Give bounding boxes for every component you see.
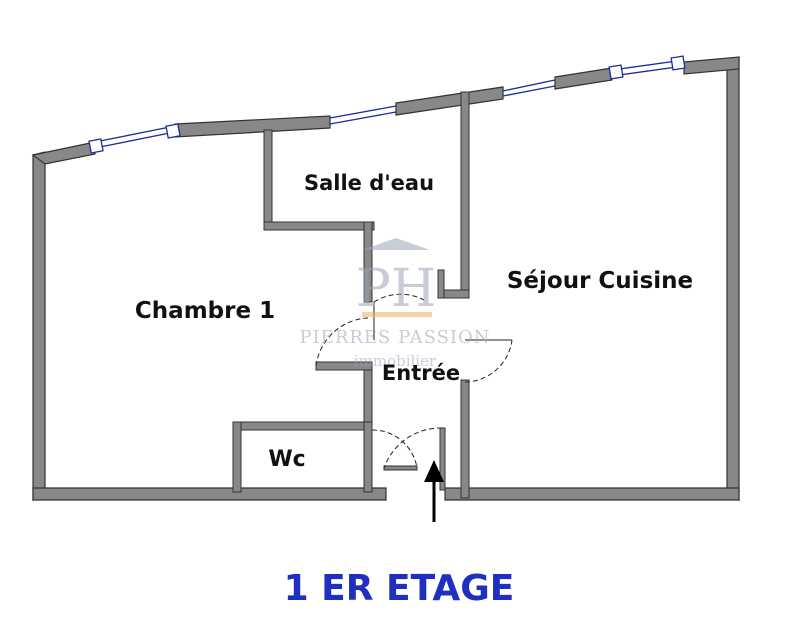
- watermark-logo: PH PIERRES PASSION immobilier: [299, 238, 490, 370]
- floor-title: 1 ER ETAGE: [284, 568, 515, 609]
- door-swing-entrance: [383, 427, 443, 469]
- window-sejour-2: [608, 55, 686, 80]
- right-wall: [726, 56, 740, 502]
- window-sejour-1: [502, 79, 556, 97]
- wall-entree-top-left: [437, 269, 445, 299]
- bottom-wall-right: [444, 487, 740, 501]
- top-wall-2: [174, 115, 331, 138]
- entrance-door-leaf: [439, 427, 446, 491]
- door-swing-chambre: [315, 317, 369, 367]
- wall-wc-right: [363, 421, 373, 493]
- room-label-sejour: Séjour Cuisine: [507, 268, 693, 294]
- watermark-monogram: PH: [356, 259, 436, 319]
- window-salle-deau: [329, 105, 397, 125]
- wall-salle-sejour: [460, 91, 470, 293]
- watermark-tagline: immobilier: [354, 352, 437, 370]
- wc-door-leaf: [383, 465, 418, 471]
- wall-sejour-lower: [460, 379, 470, 499]
- room-label-salle-deau: Salle d'eau: [304, 171, 434, 195]
- top-wall-4: [554, 67, 613, 90]
- wall-wc-top: [232, 421, 373, 431]
- wall-salle-bottom: [263, 221, 375, 231]
- top-wall-1: [31, 141, 96, 165]
- window-chambre: [88, 123, 181, 154]
- door-swing-salle: [373, 293, 425, 303]
- windows: [88, 55, 686, 154]
- room-label-entree: Entrée: [382, 361, 460, 385]
- door-swings: [315, 293, 513, 469]
- watermark-roof: [362, 238, 430, 250]
- room-label-wc: Wc: [268, 447, 305, 472]
- wall-chambre-entree-lower: [363, 361, 373, 427]
- wall-chambre-entree-upper: [363, 221, 373, 303]
- interior-walls: [232, 91, 470, 499]
- watermark-company: PIERRES PASSION: [299, 327, 490, 348]
- wall-salle-left: [263, 129, 273, 231]
- wall-wc-left: [232, 421, 242, 493]
- door-swing-wc: [371, 429, 418, 469]
- top-wall-5: [683, 56, 740, 75]
- entrance-arrow-icon: [424, 460, 444, 522]
- watermark-band: [362, 312, 432, 317]
- door-swing-sejour: [464, 339, 513, 383]
- room-label-chambre: Chambre 1: [135, 298, 275, 324]
- exterior-walls: [31, 56, 740, 502]
- top-wall-3: [395, 86, 504, 116]
- bottom-wall-left: [32, 487, 387, 501]
- left-wall: [32, 151, 46, 502]
